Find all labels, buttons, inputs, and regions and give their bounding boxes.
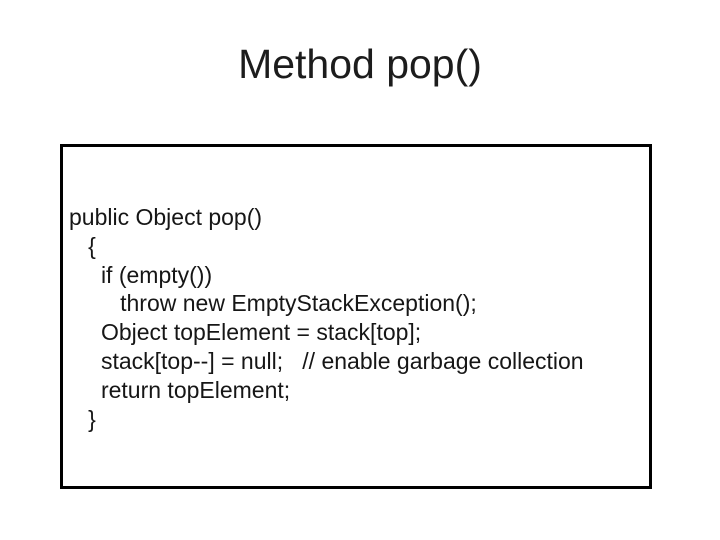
code-box: public Object pop() { if (empty()) throw… bbox=[60, 144, 652, 489]
code-line: { bbox=[69, 232, 96, 259]
code-line: Object topElement = stack[top]; bbox=[69, 319, 422, 346]
code-block: public Object pop() { if (empty()) throw… bbox=[69, 203, 584, 433]
code-line: throw new EmptyStackException(); bbox=[69, 290, 477, 317]
code-line: return topElement; bbox=[69, 376, 291, 403]
code-line: public Object pop() bbox=[69, 204, 263, 230]
code-line: } bbox=[69, 405, 96, 432]
code-line: stack[top--] = null; // enable garbage c… bbox=[69, 347, 584, 374]
code-line: if (empty()) bbox=[69, 261, 213, 288]
slide-title: Method pop() bbox=[238, 41, 482, 87]
